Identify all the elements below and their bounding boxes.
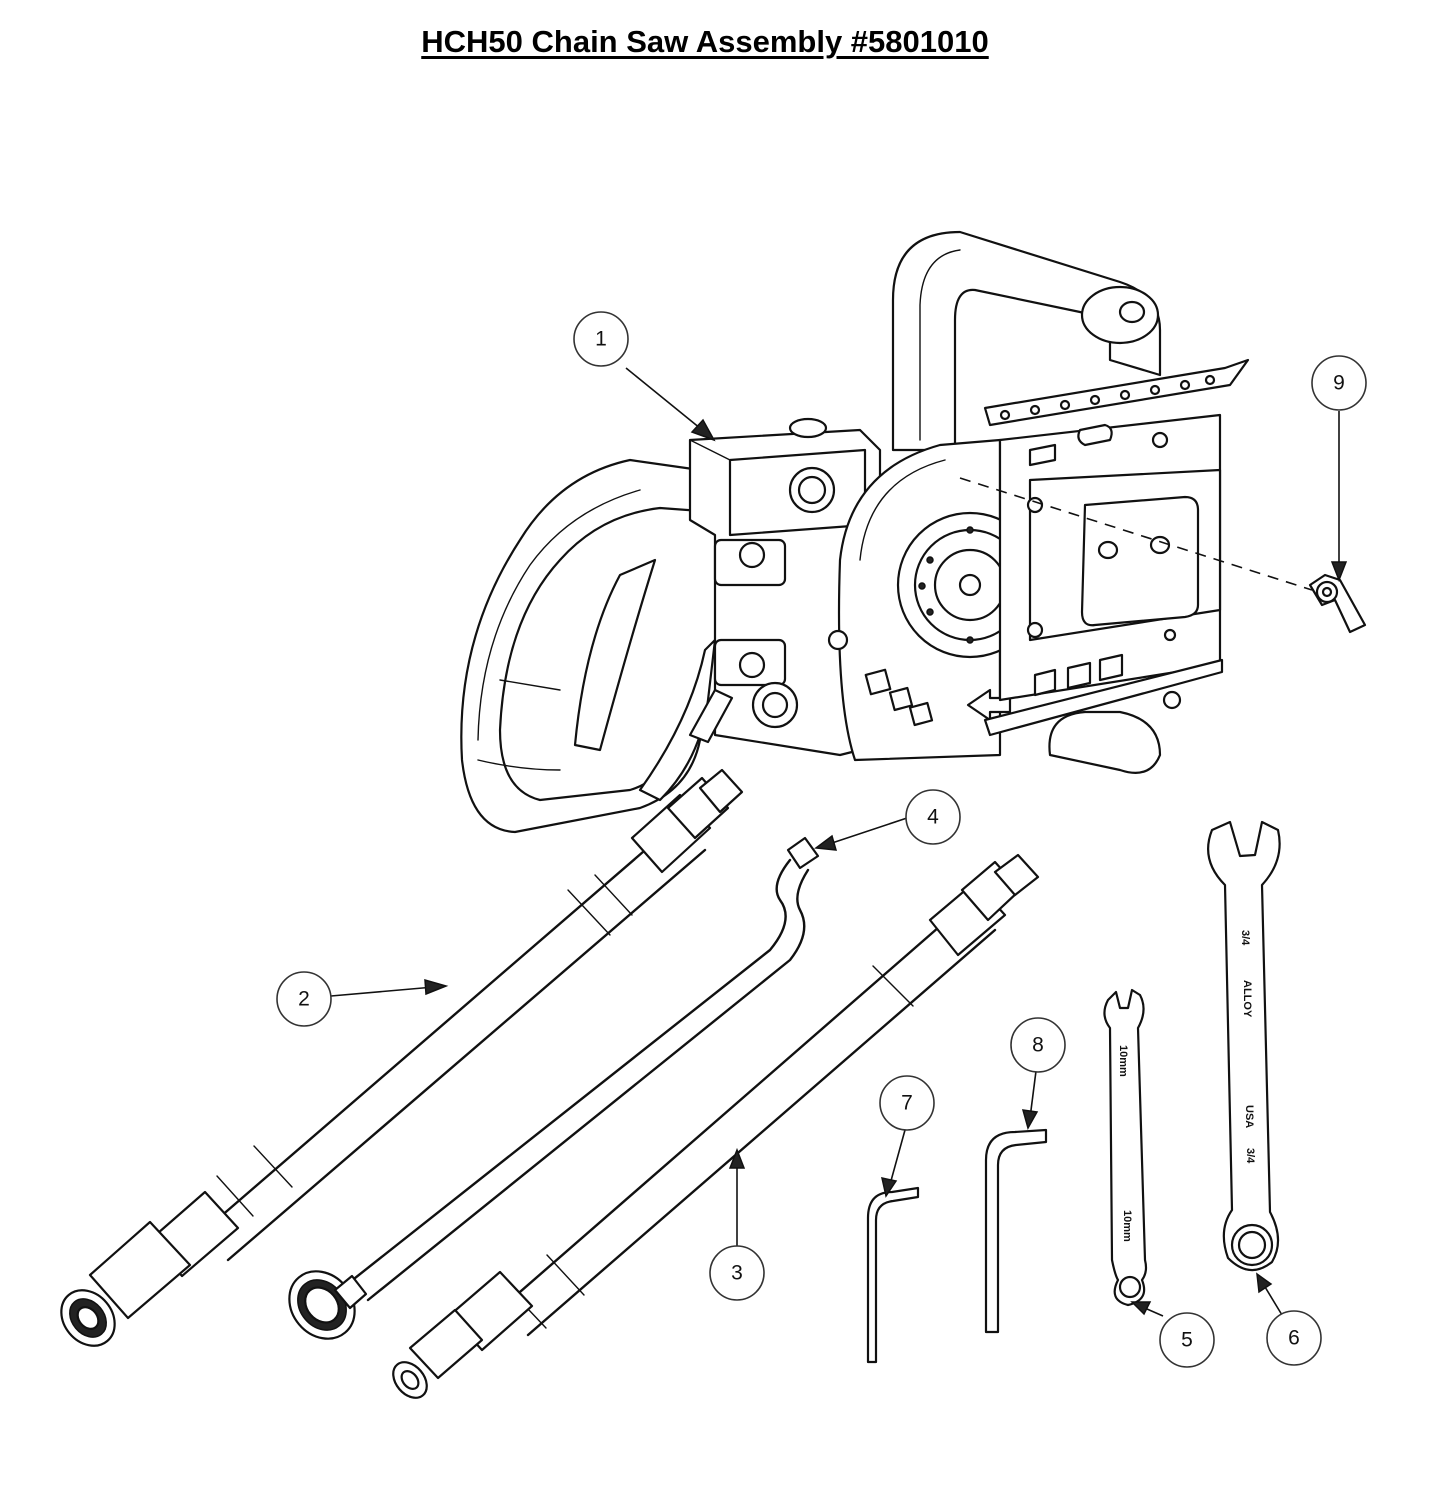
callout-label: 4 — [927, 806, 939, 829]
chain-saw-body — [460, 230, 1250, 834]
hose-assembly-coupler — [60, 768, 744, 1347]
callout-label: 9 — [1333, 372, 1345, 395]
wrench-large-marking: ALLOY — [1241, 980, 1253, 1018]
callout-balloon-7: 7 — [879, 1075, 935, 1131]
callout-label: 3 — [731, 1262, 743, 1285]
wrench-large-marking: 3/4 — [1239, 930, 1251, 946]
callout-balloon-6: 6 — [1266, 1310, 1322, 1366]
wrench-small-marking: 10mm — [1117, 1045, 1129, 1077]
callout-balloon-8: 8 — [1010, 1017, 1066, 1073]
hex-key-large — [984, 1128, 1048, 1334]
wrench-small-marking: 10mm — [1121, 1210, 1133, 1242]
callout-balloon-9: 9 — [1311, 355, 1367, 411]
callout-balloon-5: 5 — [1159, 1312, 1215, 1368]
callout-label: 8 — [1032, 1034, 1044, 1057]
callout-balloon-4: 4 — [905, 789, 961, 845]
callout-leaders — [330, 367, 1348, 1317]
callout-balloon-1: 1 — [573, 311, 629, 367]
combination-wrench-10mm: 10mm 10mm — [1103, 988, 1148, 1307]
callout-label: 2 — [298, 988, 310, 1011]
callout-balloon-3: 3 — [709, 1245, 765, 1301]
callout-balloon-2: 2 — [276, 971, 332, 1027]
combination-wrench-3-4: 3/4 ALLOY USA 3/4 — [1207, 820, 1281, 1272]
page-title: HCH50 Chain Saw Assembly #5801010 — [421, 24, 989, 59]
callout-label: 6 — [1288, 1327, 1300, 1350]
callout-label: 1 — [595, 328, 607, 351]
callout-label: 5 — [1181, 1329, 1193, 1352]
bar-mount-nut — [959, 477, 1367, 634]
drain-hose — [288, 836, 820, 1340]
wrench-large-marking: USA — [1243, 1105, 1255, 1128]
hose-assembly-nipple — [392, 853, 1040, 1399]
hex-key-small — [866, 1186, 920, 1364]
wrench-large-marking: 3/4 — [1244, 1148, 1256, 1164]
callout-label: 7 — [901, 1092, 913, 1115]
